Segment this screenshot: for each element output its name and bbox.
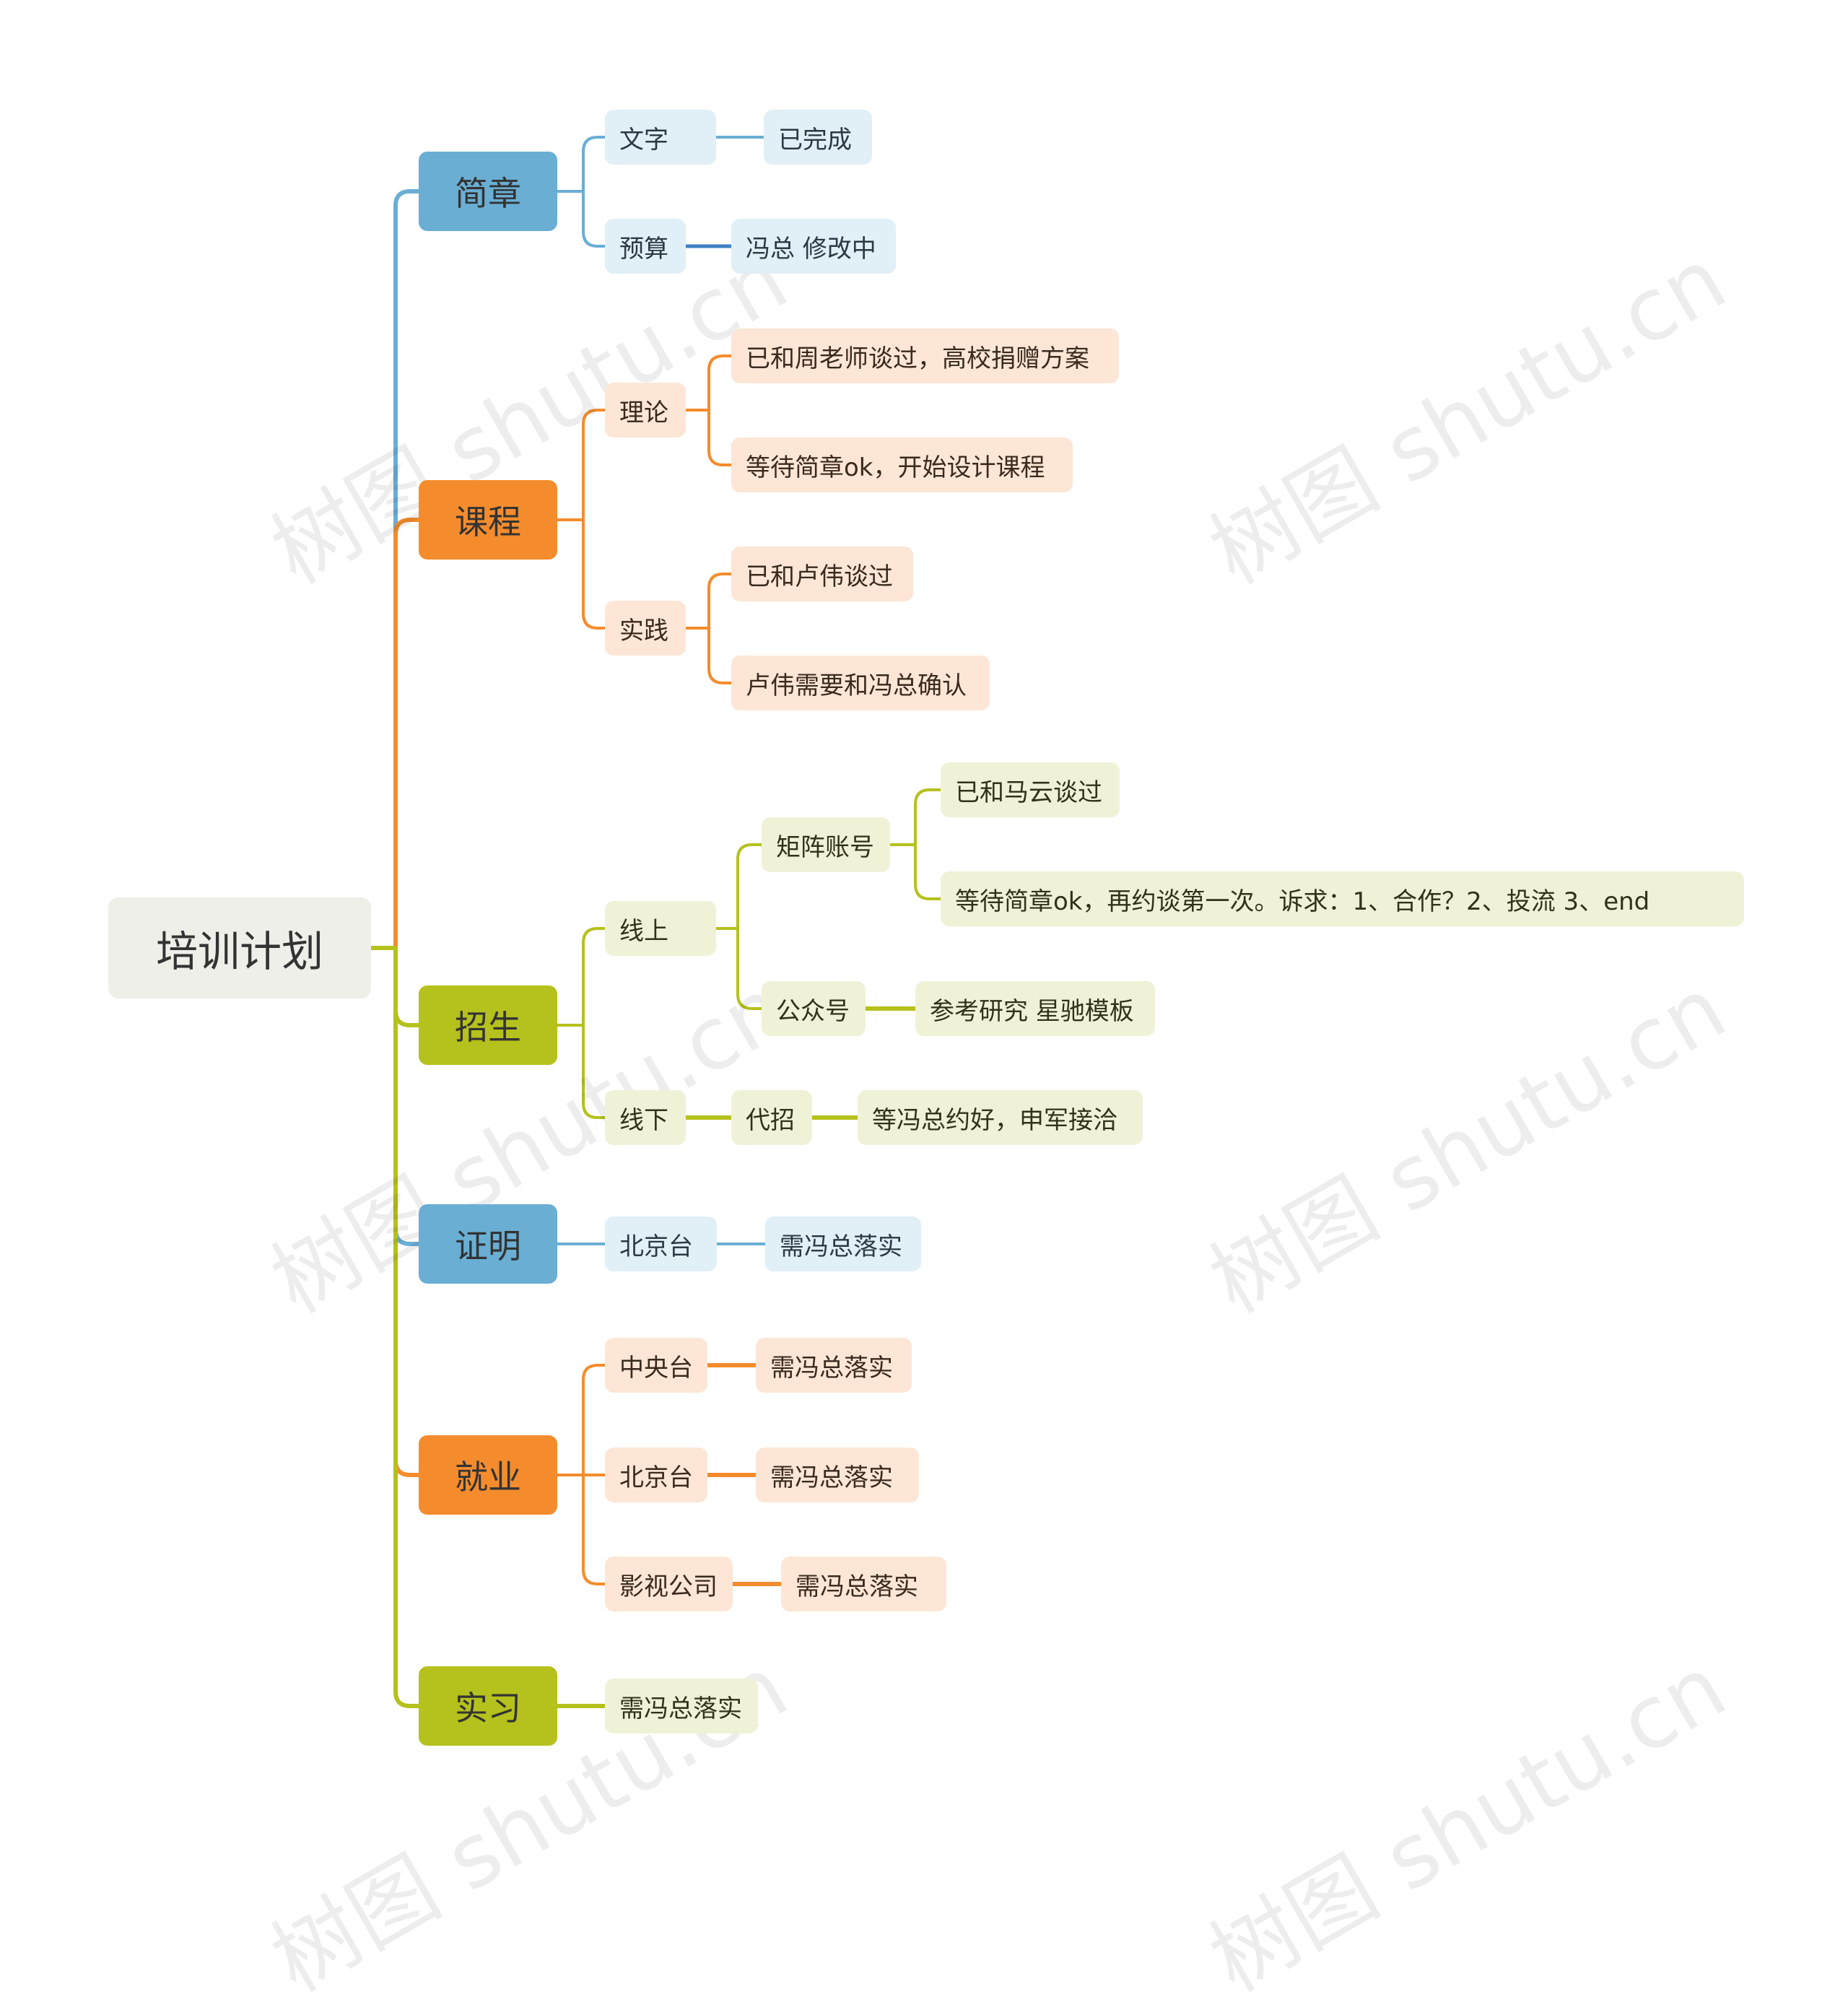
- topic-zhongyangtai[interactable]: 中央台: [605, 1338, 707, 1393]
- topic-fengzong-xiugai[interactable]: 冯总 修改中: [731, 219, 896, 274]
- connector-line: [707, 573, 733, 630]
- topic-zhengming-luoshi[interactable]: 需冯总落实: [765, 1217, 921, 1271]
- topic-yusuan[interactable]: 预算: [605, 219, 686, 274]
- topic-wenzi[interactable]: 文字: [605, 110, 716, 165]
- connector-line: [393, 946, 421, 1246]
- topic-juzhen[interactable]: 矩阵账号: [762, 817, 890, 872]
- topic-juzhen-item-1[interactable]: 已和马云谈过: [941, 762, 1120, 817]
- connector-line: [393, 518, 421, 950]
- topic-daizhao[interactable]: 代招: [731, 1090, 812, 1145]
- connector-line: [393, 946, 421, 1708]
- connector-line: [736, 927, 763, 1010]
- topic-jiuye-beijingtai[interactable]: 北京台: [605, 1448, 707, 1502]
- topic-xianxia[interactable]: 线下: [605, 1090, 686, 1145]
- branch-kecheng[interactable]: 课程: [419, 480, 557, 560]
- branch-jianzhang[interactable]: 简章: [419, 152, 557, 231]
- branch-zhengming[interactable]: 证明: [419, 1204, 557, 1284]
- connector-line: [914, 843, 942, 900]
- connector-line: [582, 1024, 606, 1119]
- topic-yingshi-luoshi[interactable]: 需冯总落实: [781, 1557, 946, 1611]
- topic-shixi-luoshi[interactable]: 需冯总落实: [605, 1679, 758, 1733]
- connector-line: [914, 788, 942, 846]
- connector-line: [582, 518, 606, 630]
- connector-line: [582, 927, 606, 1027]
- root-topic[interactable]: 培训计划: [108, 897, 371, 998]
- topic-zhengming-beijingtai[interactable]: 北京台: [605, 1217, 717, 1271]
- topic-juzhen-item-2[interactable]: 等待简章ok，再约谈第一次。诉求：1、合作？2、投流 3、end: [941, 871, 1744, 926]
- topic-yiwancheng[interactable]: 已完成: [764, 110, 872, 165]
- topic-gongzhonghao[interactable]: 公众号: [762, 981, 866, 1036]
- topic-shijian-item-1[interactable]: 已和卢伟谈过: [731, 547, 913, 601]
- topic-lilun-item-2[interactable]: 等待简章ok，开始设计课程: [731, 438, 1073, 492]
- topic-yingshi[interactable]: 影视公司: [605, 1557, 733, 1611]
- topic-daizhao-item[interactable]: 等冯总约好，申军接洽: [858, 1090, 1143, 1145]
- connector-line: [582, 1364, 606, 1476]
- connector-line: [393, 189, 421, 950]
- topic-jiuye-beijingtai-luoshi[interactable]: 需冯总落实: [756, 1448, 919, 1502]
- topic-shijian[interactable]: 实践: [605, 601, 686, 656]
- connector-line: [707, 627, 733, 684]
- branch-shixi[interactable]: 实习: [419, 1666, 557, 1746]
- connector-line: [582, 190, 606, 248]
- topic-lilun[interactable]: 理论: [605, 383, 686, 438]
- connector-lines: [369, 136, 942, 1708]
- connector-line: [707, 354, 733, 412]
- connector-line: [736, 843, 763, 930]
- connector-line: [582, 136, 606, 193]
- branch-zhaosheng[interactable]: 招生: [419, 985, 557, 1065]
- connector-line: [582, 409, 606, 521]
- connector-line: [707, 409, 733, 466]
- connector-line: [582, 1474, 606, 1585]
- topic-xianshang[interactable]: 线上: [605, 901, 716, 956]
- topic-gongzhonghao-item[interactable]: 参考研究 星驰模板: [915, 981, 1155, 1036]
- topic-zhongyangtai-luoshi[interactable]: 需冯总落实: [756, 1338, 912, 1393]
- topic-shijian-item-2[interactable]: 卢伟需要和冯总确认: [731, 656, 990, 710]
- topic-lilun-item-1[interactable]: 已和周老师谈过，高校捐赠方案: [731, 328, 1119, 383]
- mind-map: 树图 shutu.cn 树图 shutu.cn 树图 shutu.cn 树图 s…: [108, 110, 1744, 2011]
- connector-line: [393, 946, 421, 1027]
- branch-jiuye[interactable]: 就业: [419, 1435, 557, 1515]
